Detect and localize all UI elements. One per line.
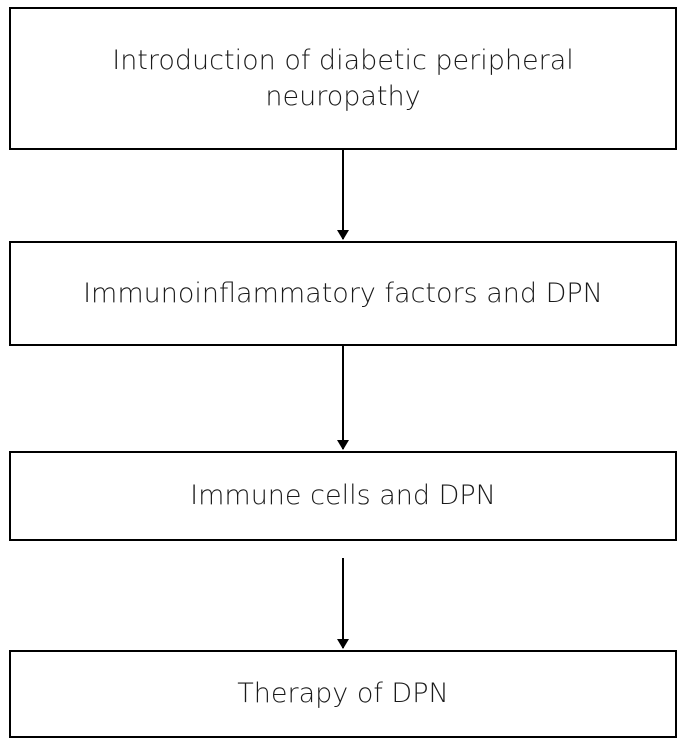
flow-step-immune-cells: Immune cells and DPN [9,451,677,541]
flow-step-therapy: Therapy of DPN [9,650,677,738]
flow-step-immunoinflammatory-factors: Immunoinflammatory factors and DPN [9,241,677,346]
flow-step-introduction: Introduction of diabetic peripheral neur… [9,7,677,150]
flow-step-label: Immunoinflammatory factors and DPN [83,277,603,309]
flow-step-label: Introduction of diabetic peripheral neur… [112,45,574,112]
flow-step-label: Immune cells and DPN [190,480,496,512]
flow-step-label: Therapy of DPN [237,678,449,710]
